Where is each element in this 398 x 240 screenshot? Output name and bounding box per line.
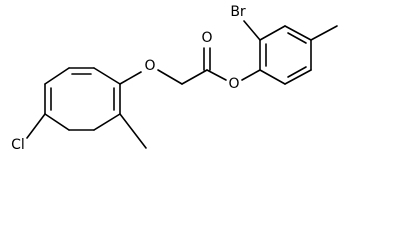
bond — [93, 67, 121, 85]
ester-oxygen-label: O — [228, 76, 239, 92]
bromomethylphenyl-ring — [243, 20, 338, 85]
chloromethylphenyl-ring — [26, 67, 147, 149]
bond — [44, 113, 70, 131]
bond — [243, 20, 261, 41]
bond — [44, 67, 70, 85]
structure-drawing: Br Cl O O O — [11, 4, 338, 153]
bond — [206, 69, 227, 81]
carbonyl-oxygen-label: O — [201, 30, 212, 46]
bond — [26, 113, 46, 139]
bond — [119, 71, 142, 85]
chlorine-label: Cl — [11, 137, 25, 153]
bond — [181, 69, 208, 85]
bond — [310, 25, 338, 41]
bond — [93, 113, 121, 131]
bond — [284, 25, 312, 41]
bond — [287, 32, 307, 44]
bond — [119, 113, 147, 149]
bond — [259, 69, 286, 85]
bromine-label: Br — [230, 4, 246, 20]
ether-oxygen-label: O — [144, 58, 155, 74]
oxyacetate-linker — [157, 47, 261, 85]
molecule-diagram: Br Cl O O O — [11, 4, 338, 153]
bond — [157, 69, 183, 85]
bond — [241, 69, 261, 81]
bond — [287, 66, 307, 78]
bond — [284, 69, 312, 85]
bond — [259, 25, 286, 41]
